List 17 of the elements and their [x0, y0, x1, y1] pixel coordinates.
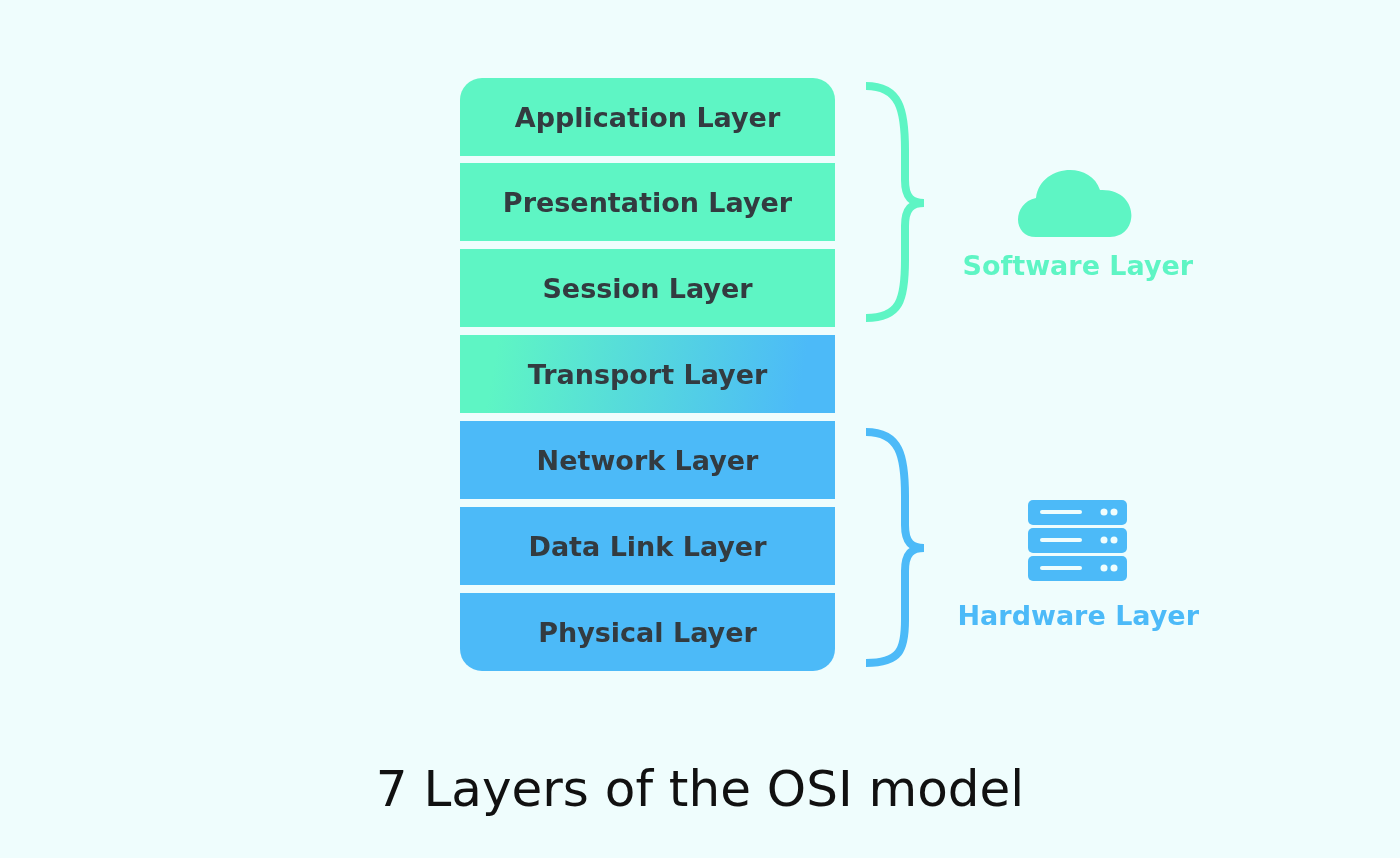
layer-name: Presentation Layer — [502, 186, 793, 218]
layer-box — [460, 507, 835, 585]
layer-name: Application Layer — [514, 101, 781, 133]
group-label: Software Layer — [962, 250, 1194, 281]
layer-name: Network Layer — [536, 444, 759, 476]
layer-box — [460, 335, 835, 413]
layer-name: Transport Layer — [527, 358, 768, 390]
layer-box — [460, 163, 835, 241]
group-label: Hardware Layer — [957, 600, 1199, 631]
caption: 7 Layers of the OSI model — [374, 760, 1026, 818]
layer-box — [460, 593, 835, 671]
layer-name: Physical Layer — [538, 616, 757, 648]
layer-box — [460, 421, 835, 499]
layer-name: Data Link Layer — [528, 530, 767, 562]
layer-name: Session Layer — [542, 272, 753, 304]
layer-box — [460, 249, 835, 327]
layer-box — [460, 78, 835, 156]
